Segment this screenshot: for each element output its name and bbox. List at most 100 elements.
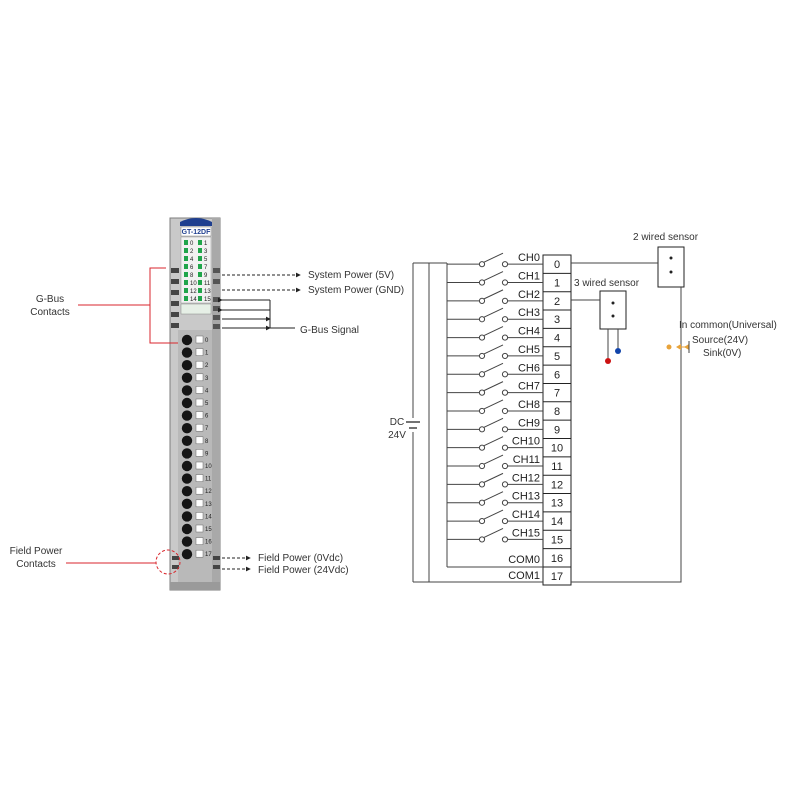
strip-terminal-16: 16 [551, 553, 563, 565]
module-top-cap [180, 218, 212, 226]
switch-ch11: CH11 [447, 454, 543, 470]
strip-terminal-0: 0 [554, 259, 560, 271]
led-number: 3 [204, 249, 208, 255]
switch-ch9: CH9 [447, 417, 543, 433]
gbus-signal-label: G-Bus Signal [300, 325, 359, 336]
field-power-arrows: Field Power (0Vdc) Field Power (24Vdc) [222, 553, 349, 576]
led-13 [198, 288, 202, 293]
terminal-number: 3 [205, 376, 209, 382]
strip-terminal-4: 4 [554, 333, 560, 345]
two-wire-sensor: 2 wired sensor [571, 232, 699, 583]
strip-terminal-10: 10 [551, 443, 563, 455]
led-5 [198, 256, 202, 261]
terminal-hole [181, 435, 193, 446]
module-right-rail [212, 218, 220, 590]
terminal-number: 0 [205, 338, 209, 344]
strip-terminal-12: 12 [551, 479, 563, 491]
module-model-label: GT-12DF [182, 229, 212, 236]
system-power-5v-label: System Power (5V) [308, 270, 394, 281]
terminal-hole [181, 473, 193, 484]
terminal-release [195, 373, 204, 382]
terminal-release [195, 549, 204, 558]
led-7 [198, 264, 202, 269]
strip-terminal-9: 9 [554, 424, 560, 436]
terminal-number: 8 [205, 439, 209, 445]
led-number: 15 [204, 297, 211, 303]
terminal-number: 17 [205, 552, 212, 558]
terminal-number: 4 [205, 388, 209, 394]
channel-label: CH1 [518, 271, 540, 283]
common-selector: In common(Universal) Source(24V) Sink(0V… [666, 320, 777, 359]
terminal-number: 12 [205, 489, 212, 495]
led-number: 0 [190, 241, 194, 247]
switch-ch13: CH13 [447, 491, 543, 506]
terminal-number: 1 [205, 351, 209, 357]
led-12 [184, 288, 188, 293]
strip-terminal-2: 2 [554, 296, 560, 308]
terminal-hole [181, 410, 193, 421]
switch-ch8: CH8 [447, 399, 543, 415]
channel-label: CH6 [518, 362, 540, 374]
led-15 [198, 296, 202, 301]
gbus-contacts-label-2: Contacts [30, 307, 69, 318]
switch-ch7: CH7 [447, 381, 543, 396]
led-number: 7 [204, 265, 208, 271]
terminal-number: 6 [205, 414, 209, 420]
terminal-hole [181, 498, 193, 509]
switch-ch10: CH10 [447, 436, 543, 451]
strip-terminal-8: 8 [554, 406, 560, 418]
terminal-release [195, 449, 204, 457]
sink-label: Sink(0V) [703, 348, 741, 359]
led-9 [198, 272, 202, 277]
strip-terminal-1: 1 [554, 278, 560, 290]
led-3 [198, 248, 202, 253]
channel-label: CH0 [518, 252, 540, 264]
terminal-release [195, 461, 204, 470]
terminal-release [195, 486, 204, 495]
led-4 [184, 256, 188, 261]
three-wire-sensor: 3 wired sensor [571, 278, 640, 364]
channel-label: CH9 [518, 417, 540, 429]
terminal-number: 5 [205, 401, 209, 407]
channel-label: CH7 [518, 381, 540, 393]
led-number: 1 [204, 241, 208, 247]
gbus-contacts-callout: G-Bus Contacts [30, 267, 178, 344]
field-power-contacts-label: Field Power [10, 546, 63, 557]
channel-label: CH8 [518, 399, 540, 411]
led-number: 10 [190, 281, 197, 287]
terminal-number: 15 [205, 527, 212, 533]
led-number: 6 [190, 265, 194, 271]
field-power-pins [172, 556, 220, 569]
led-number: 5 [204, 257, 208, 263]
terminal-release [195, 335, 204, 344]
switch-ch15: CH15 [447, 527, 543, 543]
terminal-number: 2 [205, 363, 209, 369]
switch-ch14: CH14 [447, 509, 543, 525]
led-8 [184, 272, 188, 277]
field-power-contacts-label-2: Contacts [16, 559, 55, 570]
terminal-release [195, 398, 204, 407]
channel-label: CH14 [512, 509, 540, 521]
terminal-release [195, 411, 204, 419]
switch-ch12: CH12 [447, 472, 543, 488]
strip-terminal-15: 15 [551, 534, 563, 546]
terminal-number: 14 [205, 514, 212, 520]
led-1 [198, 240, 202, 245]
channel-label: CH11 [513, 454, 540, 466]
gbus-signal-arrows: G-Bus Signal [217, 297, 359, 336]
strip-terminal-11: 11 [551, 461, 562, 473]
terminal-number: 11 [205, 477, 212, 483]
field-power-0v-label: Field Power (0Vdc) [258, 553, 343, 564]
channel-label: CH12 [512, 472, 540, 484]
strip-terminal-7: 7 [554, 388, 560, 400]
switch-ch6: CH6 [447, 362, 543, 378]
terminal-number: 7 [205, 426, 209, 432]
terminal-release [195, 423, 204, 432]
led-number: 14 [190, 297, 197, 303]
terminal-hole [181, 448, 193, 459]
com1-label: COM1 [508, 570, 540, 582]
channel-label: CH13 [512, 491, 540, 503]
switch-ch5: CH5 [447, 344, 543, 360]
